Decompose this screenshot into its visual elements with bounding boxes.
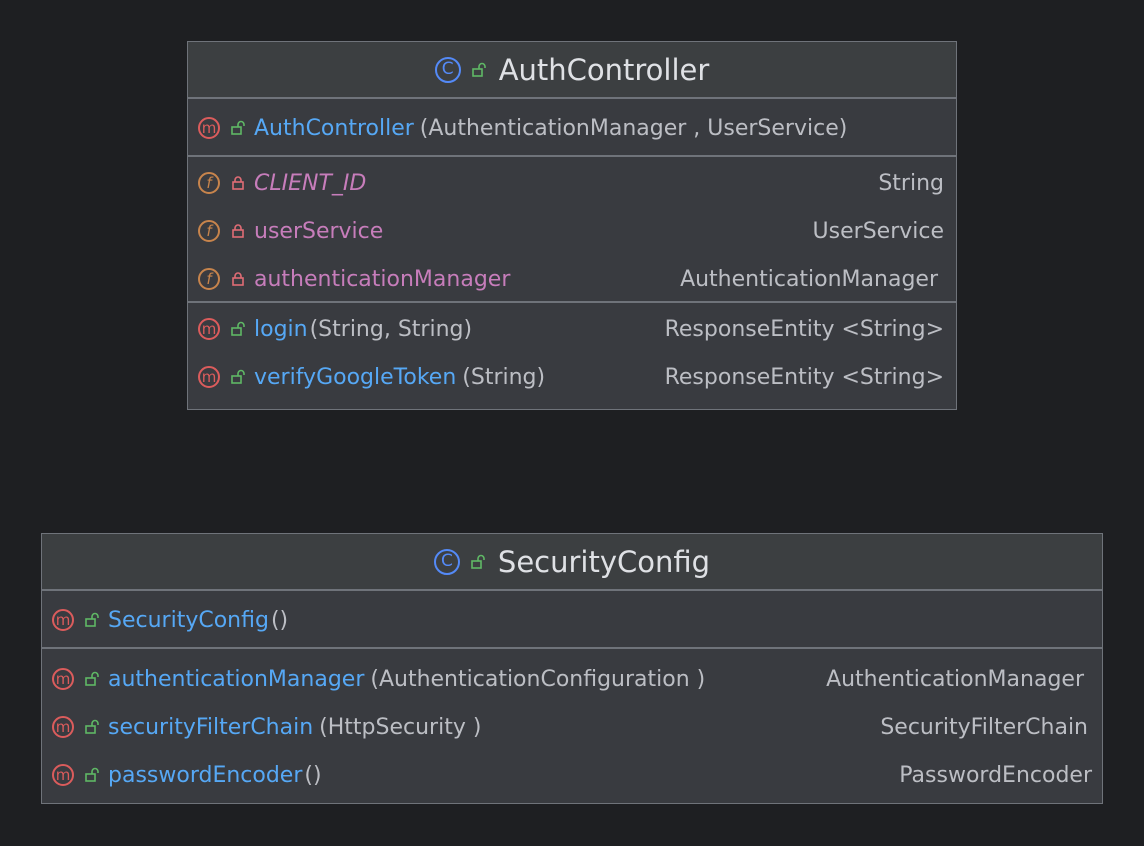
method-row[interactable]: m passwordEncoder () PasswordEncoder: [42, 751, 1102, 799]
public-icon: [84, 719, 100, 735]
member-name: SecurityConfig: [108, 607, 269, 633]
fields-section: f CLIENT_ID String f userService UserSer…: [188, 157, 956, 303]
member-name: CLIENT_ID: [254, 170, 367, 196]
constructor-row[interactable]: m SecurityConfig (): [42, 596, 1102, 644]
member-type: ResponseEntity <String>: [664, 316, 944, 342]
class-securityconfig[interactable]: C SecurityConfig m SecurityConfig (): [41, 533, 1103, 804]
method-icon: m: [198, 117, 220, 139]
member-name: userService: [254, 218, 384, 244]
member-name: AuthController: [254, 115, 414, 141]
method-icon: m: [52, 764, 74, 786]
member-type: AuthenticationManager: [680, 266, 938, 292]
member-params: (AuthenticationConfiguration ): [370, 666, 706, 692]
methods-section: m login (String, String) ResponseEntity …: [188, 303, 956, 401]
method-icon: m: [52, 609, 74, 631]
constructors-section: m AuthController (AuthenticationManager …: [188, 99, 956, 157]
method-icon: m: [52, 668, 74, 690]
public-icon: [470, 554, 486, 570]
member-type: AuthenticationManager: [826, 666, 1084, 692]
member-name: login: [254, 316, 308, 342]
member-type: PasswordEncoder: [899, 762, 1092, 788]
field-row[interactable]: f CLIENT_ID String: [188, 159, 956, 207]
method-row[interactable]: m verifyGoogleToken (String) ResponseEnt…: [188, 353, 956, 401]
method-row[interactable]: m login (String, String) ResponseEntity …: [188, 305, 956, 353]
public-icon: [230, 321, 246, 337]
member-type: String: [878, 170, 944, 196]
public-icon: [230, 120, 246, 136]
method-row[interactable]: m securityFilterChain (HttpSecurity ) Se…: [42, 703, 1102, 751]
member-params: (HttpSecurity ): [319, 714, 482, 740]
member-params: (AuthenticationManager , UserService): [419, 115, 848, 141]
method-icon: m: [198, 318, 220, 340]
public-icon: [84, 767, 100, 783]
class-header: C SecurityConfig: [42, 534, 1102, 591]
method-icon: m: [198, 366, 220, 388]
public-icon: [84, 671, 100, 687]
class-name: SecurityConfig: [497, 544, 711, 579]
constructor-row[interactable]: m AuthController (AuthenticationManager …: [188, 104, 956, 152]
public-icon: [471, 62, 487, 78]
field-icon: f: [198, 268, 220, 290]
member-params: (String, String): [309, 316, 473, 342]
member-type: ResponseEntity <String>: [664, 364, 944, 390]
class-header: C AuthController: [188, 42, 956, 99]
member-params: (String): [462, 364, 546, 390]
member-params: (): [304, 762, 322, 788]
member-type: UserService: [812, 218, 944, 244]
member-name: verifyGoogleToken: [254, 364, 457, 390]
class-authcontroller[interactable]: C AuthController m AuthController (Authe…: [187, 41, 957, 410]
member-name: authenticationManager: [108, 666, 365, 692]
methods-section: m authenticationManager (AuthenticationC…: [42, 649, 1102, 799]
member-params: (): [270, 607, 289, 633]
field-row[interactable]: f authenticationManager AuthenticationMa…: [188, 255, 956, 303]
public-icon: [84, 612, 100, 628]
member-name: passwordEncoder: [108, 762, 303, 788]
class-name: AuthController: [498, 52, 710, 87]
method-icon: m: [52, 716, 74, 738]
constructors-section: m SecurityConfig (): [42, 591, 1102, 649]
class-icon: C: [434, 56, 461, 83]
private-lock-icon: [230, 175, 246, 191]
private-lock-icon: [230, 223, 246, 239]
class-icon: C: [433, 548, 460, 575]
field-row[interactable]: f userService UserService: [188, 207, 956, 255]
method-row[interactable]: m authenticationManager (AuthenticationC…: [42, 655, 1102, 703]
member-type: SecurityFilterChain: [880, 714, 1088, 740]
field-icon: f: [198, 220, 220, 242]
member-name: securityFilterChain: [108, 714, 314, 740]
static-field-icon: f: [198, 172, 220, 194]
public-icon: [230, 369, 246, 385]
member-name: authenticationManager: [254, 266, 511, 292]
private-lock-icon: [230, 271, 246, 287]
